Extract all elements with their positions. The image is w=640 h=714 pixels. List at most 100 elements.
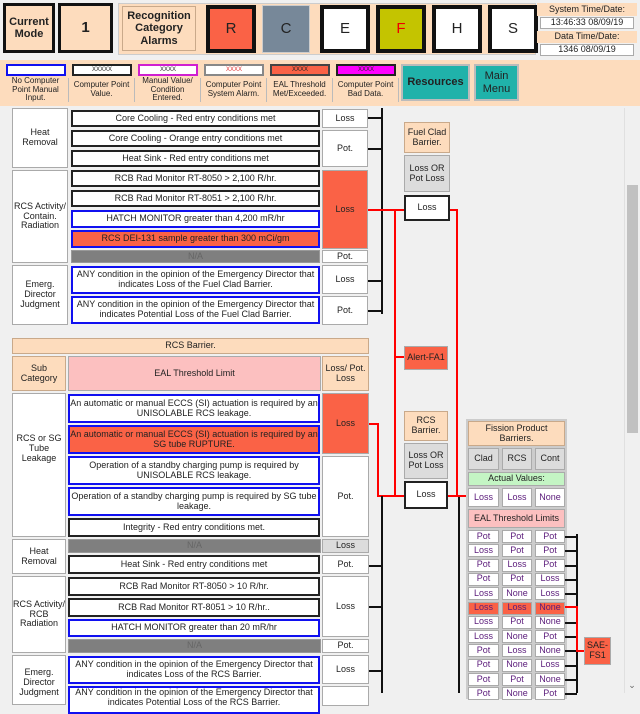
threshold-cell: Pot [535,558,565,572]
eal-ed-pot[interactable]: ANY condition in the opinion of the Emer… [68,686,320,714]
eal-rt8050[interactable]: RCB Rad Monitor RT-8050 > 2,100 R/hr. [71,170,320,187]
threshold-cell: None [535,601,565,615]
eal-rt8051[interactable]: RCB Rad Monitor RT-8051 > 10 R/hr.. [68,598,320,617]
eal-hatch-monitor[interactable]: HATCH MONITOR greater than 20 mR/hr [68,619,320,637]
eal-hatch-monitor[interactable]: HATCH MONITOR greater than 4,200 mR/hr [71,210,320,228]
na-cell: N/A [71,250,320,263]
eal-eccs-sg-rupture[interactable]: An automatic or manual ECCS (SI) actuati… [68,425,320,454]
eal-dei131[interactable]: RCS DEI-131 sample greater than 300 mCi/… [71,230,320,248]
actual-values-label: Actual Values: [468,472,565,486]
alarm-line [369,423,379,425]
threshold-cell: Pot [502,673,532,686]
main-menu-button[interactable]: Main Menu [474,64,519,101]
eal-ed-pot[interactable]: ANY condition in the opinion of the Emer… [71,296,320,324]
bracket-line [381,496,383,693]
threshold-cell: Pot [502,572,532,586]
eal-rt8050[interactable]: RCB Rad Monitor RT-8050 > 10 R/hr. [68,577,320,596]
actual-clad: Loss [468,488,499,507]
legend-label: Computer Point System Alarm. [201,78,267,102]
eal-ed-loss[interactable]: ANY condition in the opinion of the Emer… [71,266,320,294]
alert-fa1-box: Alert-FA1 [404,346,448,370]
threshold-cell: Pot [535,630,565,644]
legend-label: Computer Point Value. [69,78,135,102]
threshold-cell: Pot [468,658,499,672]
resources-button[interactable]: Resources [401,64,470,101]
alarm-e-button[interactable]: E [320,5,370,53]
threshold-cell: Loss [502,644,532,658]
bracket-stub [565,564,577,567]
eal-ed-loss[interactable]: ANY condition in the opinion of the Emer… [68,656,320,684]
bracket-stub [368,280,382,282]
bracket-stub [565,578,577,581]
pot-cell [322,686,369,706]
legend-label: Manual Value/ Condition Entered. [135,76,201,102]
pot-cell: Pot. [322,130,368,167]
threshold-cell: Pot [468,687,499,701]
threshold-cell: None [502,630,532,644]
alarm-line [450,209,458,211]
loss-cell: Loss [322,265,368,294]
bracket-line [458,497,460,693]
bracket-stub [565,664,577,667]
threshold-cell: Pot [502,615,532,629]
fuel-clad-summary-title: Fuel Clad Barrier. [404,122,450,153]
recognition-label: Recognition Category Alarms [122,6,196,51]
legend-sample: XXXX [138,64,198,76]
alarm-c-button[interactable]: C [262,5,310,53]
eal-core-red[interactable]: Core Cooling - Red entry conditions met [71,110,320,127]
actual-cont: None [535,488,565,507]
alarm-h-button[interactable]: H [432,5,482,53]
eal-integrity[interactable]: Integrity - Red entry conditions met. [68,518,320,537]
actual-rcs: Loss [502,488,532,507]
threshold-cell: Loss [468,544,499,558]
bracket-stub [368,310,382,312]
scroll-down-arrow-icon[interactable]: ⌄ [628,680,636,691]
system-time-label: System Time/Date: [537,3,637,16]
legend-sample [6,64,66,76]
alarm-line [576,606,578,651]
threshold-cell: Loss [535,658,565,672]
threshold-cell: Pot [468,673,499,686]
na-cell: N/A [68,639,321,653]
scrollbar-thumb[interactable] [627,185,638,433]
current-mode-label: Current Mode [3,3,55,53]
eal-pump-unisolable[interactable]: Operation of a standby charging pump is … [68,456,320,485]
alarm-s-button[interactable]: S [488,5,538,53]
loss-cell: Loss [322,539,369,553]
subcat-rcs-activity: RCS Activity/ Contain. Radiation [12,170,68,263]
data-time-value: 1346 08/09/19 [540,44,634,56]
header-sub-category: Sub Category [12,356,66,391]
loss-cell: Loss [322,393,369,454]
header-loss-pot: Loss/ Pot. Loss [322,356,369,391]
bracket-stub [368,148,382,150]
legend-sample: XXXXX [72,64,132,76]
threshold-cell: Loss [468,601,499,615]
eal-pump-sg[interactable]: Operation of a standby charging pump is … [68,487,320,516]
pot-cell: Pot. [322,639,369,653]
eal-rt8051[interactable]: RCB Rad Monitor RT-8051 > 2,100 R/hr. [71,190,320,207]
subcat-heat-removal: Heat Removal [12,108,68,168]
pot-cell: Pot. [322,555,369,574]
alarm-r-button[interactable]: R [206,5,256,53]
alarm-line [377,495,404,497]
threshold-cell: Pot [468,530,499,543]
alarm-line [377,423,379,497]
eal-threshold-limits-label: EAL Threshold Limits [468,509,565,528]
eal-core-orange[interactable]: Core Cooling - Orange entry conditions m… [71,130,320,147]
data-time-label: Data Time/Date: [537,31,637,43]
loss-cell: Loss [322,170,368,249]
pot-cell: Pot. [322,456,369,537]
bracket-stub [565,550,577,553]
alarm-f-button[interactable]: F [376,5,426,53]
threshold-cell: None [502,687,532,701]
bracket-stub [369,565,382,567]
eal-heat-sink[interactable]: Heat Sink - Red entry conditions met [71,150,320,167]
bracket-stub [368,117,382,119]
alarm-line [565,606,577,608]
threshold-cell: Loss [535,572,565,586]
threshold-cell: Pot [535,544,565,558]
subcat-rcs-activity: RCS Activity/ RCB Radiation [12,576,66,653]
alarm-line [576,650,584,652]
eal-heat-sink[interactable]: Heat Sink - Red entry conditions met [68,555,320,574]
eal-eccs-unisolable[interactable]: An automatic or manual ECCS (SI) actuati… [68,394,320,423]
